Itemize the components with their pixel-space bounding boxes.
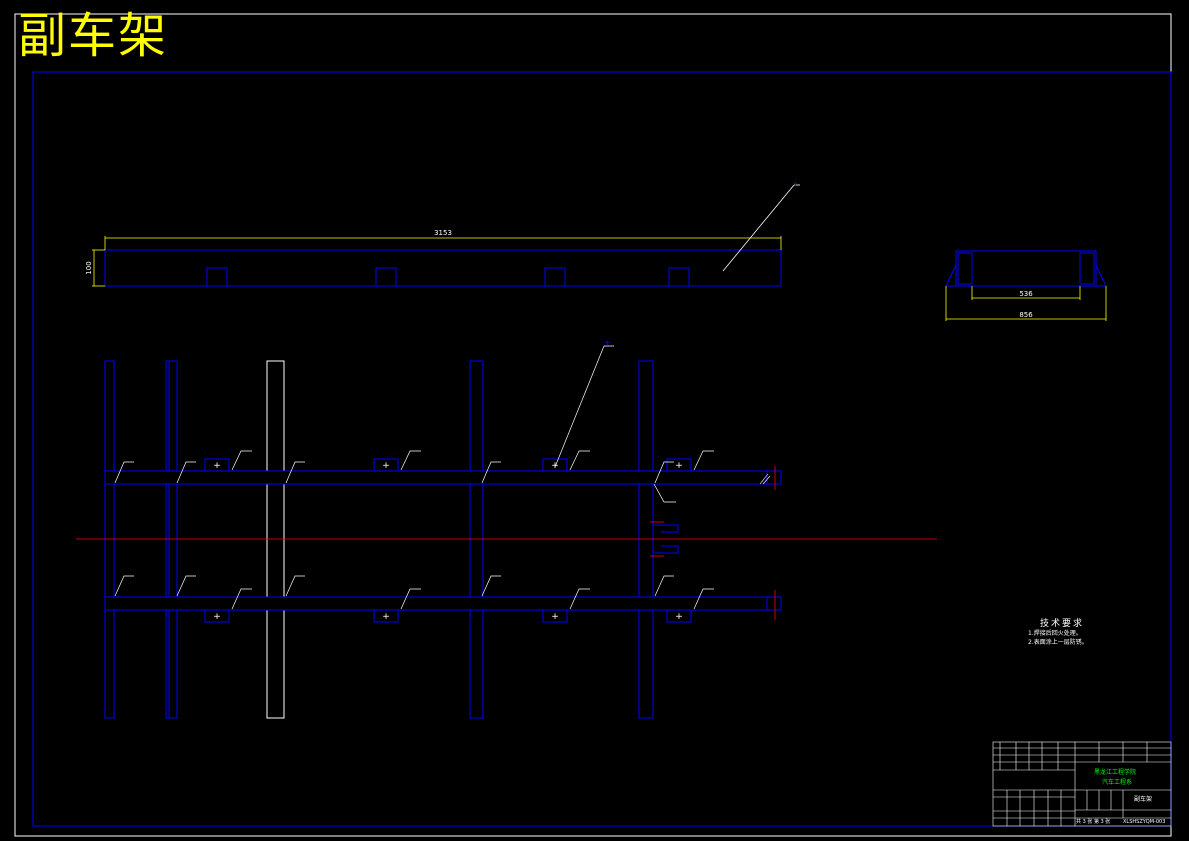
cross-member [266,360,285,719]
svg-text:+: + [792,179,799,188]
cross-member [104,360,115,719]
title-block [992,741,1172,827]
end-view: 536 856 [945,250,1107,321]
department-name: 汽车工程系 [1102,779,1133,786]
svg-text:+: + [213,612,221,622]
length-dim-text: 3153 [434,229,452,237]
upper-rail [104,470,782,485]
scale-text: 共 3 张 第 3 张 [1076,819,1111,825]
outer-frame [14,13,1172,837]
cross-member [469,360,484,719]
drawing-title: 副车架 [18,8,169,64]
tech-note-item: 1.焊接后回火处理。 [1028,630,1082,637]
side-rail [104,249,782,287]
svg-text:+: + [551,461,559,471]
cross-member [165,360,178,719]
school-name: 黑龙江工程学院 [1094,769,1137,776]
plan-view: + + + + + + + + [76,338,937,719]
inner-width-dim-text: 536 [1019,290,1033,298]
tech-notes-heading: 技术要求 [1040,619,1085,629]
svg-text:+: + [382,612,390,622]
end-view-body [955,250,1097,287]
inner-frame [32,71,1172,827]
svg-text:+: + [604,338,611,347]
lower-rail [104,596,782,611]
part-name: 副车架 [1134,796,1153,803]
outer-width-dim-text: 856 [1019,311,1033,319]
cross-member [638,360,654,719]
svg-text:+: + [551,612,559,622]
svg-text:+: + [213,461,221,471]
side-bracket [544,267,566,287]
leader-line [722,184,795,272]
height-dim-text: 100 [85,261,93,274]
side-bracket [375,267,397,287]
svg-text:+: + [382,461,390,471]
tech-note-item: 2.表面涂上一层防锈。 [1028,639,1088,646]
side-bracket [206,267,228,287]
svg-text:+: + [675,461,683,471]
technical-requirements: 技术要求 1.焊接后回火处理。 2.表面涂上一层防锈。 [1028,616,1088,647]
side-view: 3153 100 + [85,179,800,287]
svg-text:+: + [675,612,683,622]
side-bracket [668,267,690,287]
drawing-number: XLSHSZYQM-003 [1123,819,1166,825]
